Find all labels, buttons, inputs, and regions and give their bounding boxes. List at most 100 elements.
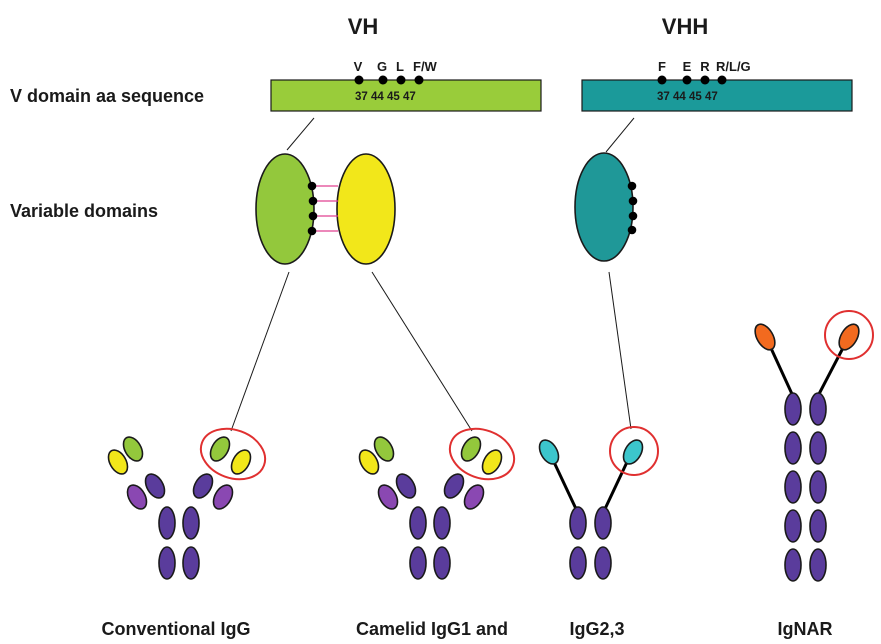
right-ch2-domain — [182, 506, 200, 540]
left-hinge-arm — [768, 345, 794, 395]
vhh-bar-rect — [581, 79, 853, 112]
vhh-hallmark-dot-2 — [628, 196, 638, 206]
left-ch1-domain — [144, 473, 166, 499]
left-cl-domain — [377, 484, 399, 510]
vh-header: VH — [348, 14, 379, 39]
camelid-igg1 — [358, 427, 516, 580]
left-ch2-domain — [409, 506, 427, 540]
left-vh-domain — [122, 436, 144, 462]
caption-camelid-igg1: Camelid IgG1 and — [356, 619, 508, 639]
vh-positions: 37 44 45 47 — [355, 91, 416, 103]
vhh-header: VHH — [662, 14, 708, 39]
vhh-hallmark-dot-3 — [628, 211, 638, 221]
vh-residue-dot-47 — [414, 75, 424, 85]
leader-to-igg23 — [608, 271, 632, 430]
right-c1-domain — [809, 392, 827, 426]
right-cl-domain — [463, 484, 485, 510]
highlight-circle-vhh — [609, 426, 659, 476]
right-ch3-domain — [182, 546, 200, 580]
left-vhh-domain — [538, 439, 560, 465]
sequence-row-label: V domain aa sequence — [10, 86, 204, 106]
vh-residue-dot-44 — [378, 75, 388, 85]
vhh-residue-dot-45 — [700, 75, 710, 85]
vhh-residue-dot-47 — [717, 75, 727, 85]
left-vl-domain — [107, 449, 129, 475]
vh-residue-47: F/W — [413, 59, 438, 74]
caption-igg23: IgG2,3 — [569, 619, 624, 639]
right-vnar-domain — [838, 323, 860, 351]
caption-ignar: IgNAR — [778, 619, 833, 639]
highlight-circle-vnar — [824, 310, 874, 360]
left-c2-domain — [784, 431, 802, 465]
vhh-hallmark-dot-1 — [627, 181, 637, 191]
left-hinge-arm — [551, 459, 579, 512]
left-c5-domain — [784, 548, 802, 582]
left-c1-domain — [784, 392, 802, 426]
right-vh-domain — [209, 436, 231, 462]
right-c5-domain — [809, 548, 827, 582]
leader-to-camelid-igg1 — [371, 271, 473, 432]
right-vl-domain — [481, 449, 503, 475]
vl-domain — [336, 153, 396, 265]
vh-hallmark-dot-4 — [307, 226, 317, 236]
vhh-residue-37: F — [658, 59, 666, 74]
vh-sequence-bar: V G L F/W 37 44 45 47 — [270, 59, 542, 112]
left-ch2-domain — [158, 506, 176, 540]
vhh-sequence-bar: F E R R/L/G 37 44 45 47 — [581, 59, 853, 112]
left-vnar-domain — [754, 323, 776, 351]
vh-hallmark-dot-1 — [307, 181, 317, 191]
left-ch3-domain — [569, 546, 587, 580]
vh-residue-dot-37 — [354, 75, 364, 85]
vh-residue-dot-45 — [396, 75, 406, 85]
left-ch1-domain — [395, 473, 417, 499]
left-c4-domain — [784, 509, 802, 543]
vh-residue-44: G — [377, 59, 387, 74]
vh-bar-rect — [270, 79, 542, 112]
left-ch3-domain — [409, 546, 427, 580]
left-vh-domain — [373, 436, 395, 462]
right-c3-domain — [809, 470, 827, 504]
vh-vl-domain-pair — [255, 153, 396, 265]
right-ch1-domain — [443, 473, 465, 499]
right-cl-domain — [212, 484, 234, 510]
right-ch2-domain — [594, 506, 612, 540]
leader-to-conventional-igg — [230, 271, 290, 432]
variable-row-label: Variable domains — [10, 201, 158, 221]
leader-vhh-bar-to-domain — [605, 117, 635, 153]
right-ch1-domain — [192, 473, 214, 499]
vhh-positions: 37 44 45 47 — [657, 91, 718, 103]
caption-conventional-igg: Conventional IgG — [101, 619, 250, 639]
vhh-hallmark-dot-4 — [627, 225, 637, 235]
vh-residue-37: V — [354, 59, 363, 74]
highlight-circle-conventional — [199, 427, 267, 481]
vhh-residue-dot-44 — [682, 75, 692, 85]
left-cl-domain — [126, 484, 148, 510]
vhh-residue-44: E — [683, 59, 692, 74]
camelid-igg23 — [538, 426, 659, 580]
vhh-residue-dot-37 — [657, 75, 667, 85]
left-c3-domain — [784, 470, 802, 504]
vhh-domain — [574, 152, 634, 262]
right-c2-domain — [809, 431, 827, 465]
left-ch2-domain — [569, 506, 587, 540]
right-ch3-domain — [594, 546, 612, 580]
left-ch3-domain — [158, 546, 176, 580]
conventional-igg — [107, 427, 267, 580]
right-hinge-arm — [602, 459, 630, 512]
vh-residue-45: L — [396, 59, 404, 74]
vh-hallmark-dot-2 — [308, 196, 318, 206]
left-vl-domain — [358, 449, 380, 475]
right-vhh-domain — [622, 439, 644, 465]
vhh-domain-group — [574, 152, 638, 262]
vhh-residue-45: R — [700, 59, 710, 74]
right-vl-domain — [230, 449, 252, 475]
vhh-residue-47: R/L/G — [716, 59, 751, 74]
vh-hallmark-dot-3 — [308, 211, 318, 221]
right-c4-domain — [809, 509, 827, 543]
right-ch3-domain — [433, 546, 451, 580]
leader-vh-bar-to-domain — [286, 117, 315, 151]
ignar — [754, 310, 874, 582]
highlight-circle-camelid — [448, 427, 516, 481]
